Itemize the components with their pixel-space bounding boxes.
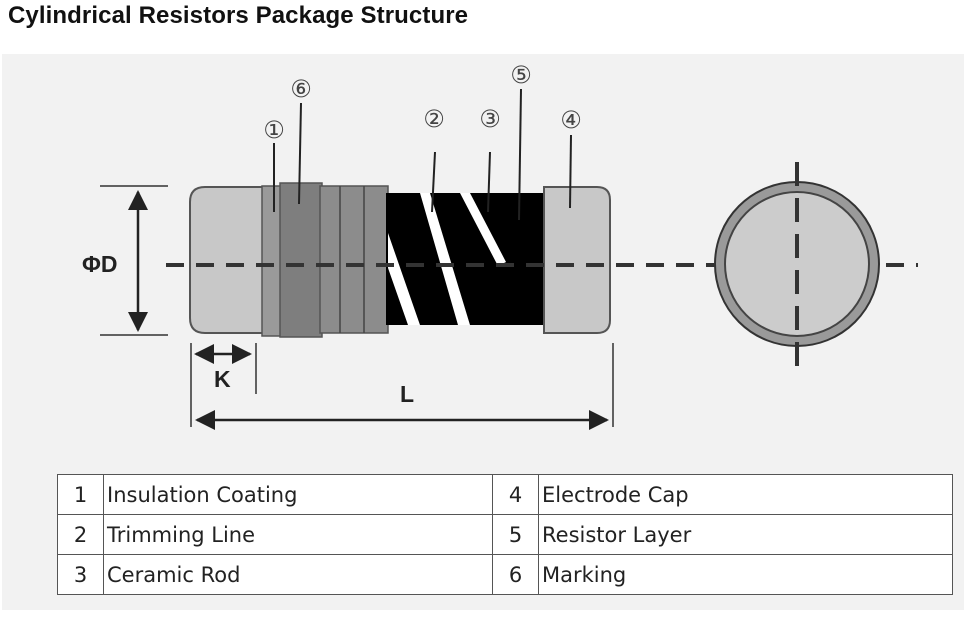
legend-label: Insulation Coating [103, 474, 493, 515]
l-label: L [400, 381, 414, 407]
callout-6: ⑥ [290, 75, 312, 103]
callout-leader-2 [431, 151, 436, 213]
trimming-line [388, 233, 420, 325]
marking-band [279, 182, 323, 338]
callout-2: ② [423, 105, 445, 133]
right-electrode-cap [543, 186, 611, 334]
table-row: 1 Insulation Coating 4 Electrode Cap [57, 474, 953, 515]
legend-label: Marking [538, 554, 953, 595]
callout-leader-6 [298, 102, 302, 205]
legend-label: Electrode Cap [538, 474, 953, 515]
callout-3: ③ [479, 105, 501, 133]
callout-1: ① [263, 116, 285, 144]
legend-label: Ceramic Rod [103, 554, 493, 595]
legend-number: 4 [492, 474, 539, 515]
coating-section [319, 185, 389, 334]
trimming-line [420, 193, 470, 325]
callout-leader-3 [487, 151, 491, 213]
callout-4: ④ [560, 106, 582, 134]
legend-table: 1 Insulation Coating 4 Electrode Cap 2 T… [57, 474, 953, 595]
legend-label: Resistor Layer [538, 514, 953, 555]
legend-number: 6 [492, 554, 539, 595]
legend-number: 1 [57, 474, 104, 515]
end-view-inner [724, 191, 870, 337]
table-row: 2 Trimming Line 5 Resistor Layer [57, 514, 953, 555]
k-label: K [214, 366, 231, 392]
legend-number: 5 [492, 514, 539, 555]
callout-5: ⑤ [510, 61, 532, 89]
table-row: 3 Ceramic Rod 6 Marking [57, 554, 953, 595]
legend-number: 2 [57, 514, 104, 555]
page-title: Cylindrical Resistors Package Structure [8, 2, 469, 29]
callout-leader-5 [518, 88, 522, 221]
legend-number: 3 [57, 554, 104, 595]
callout-leader-4 [569, 134, 572, 209]
trimming-line [460, 193, 506, 266]
diameter-label: ΦD [82, 251, 118, 277]
insulation-coating-band [261, 185, 283, 337]
legend-label: Trimming Line [103, 514, 493, 555]
left-end-cap [189, 186, 269, 334]
